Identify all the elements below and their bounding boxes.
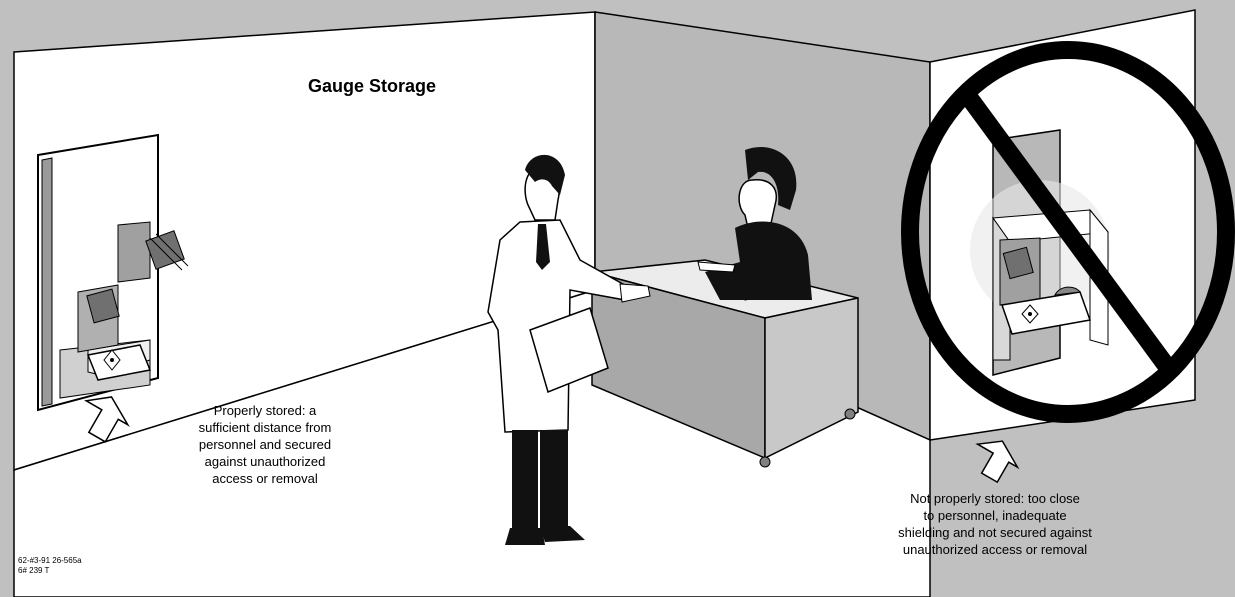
proper-storage-caption: Properly stored: a sufficient distance f… (160, 402, 370, 487)
figure-code: 62-#3-91 26-565a 6# 239 T (18, 556, 138, 576)
improper-storage-caption: Not properly stored: too close to person… (870, 490, 1120, 558)
page-title: Gauge Storage (272, 76, 472, 96)
up-arrow-icon-improper (966, 431, 1025, 487)
